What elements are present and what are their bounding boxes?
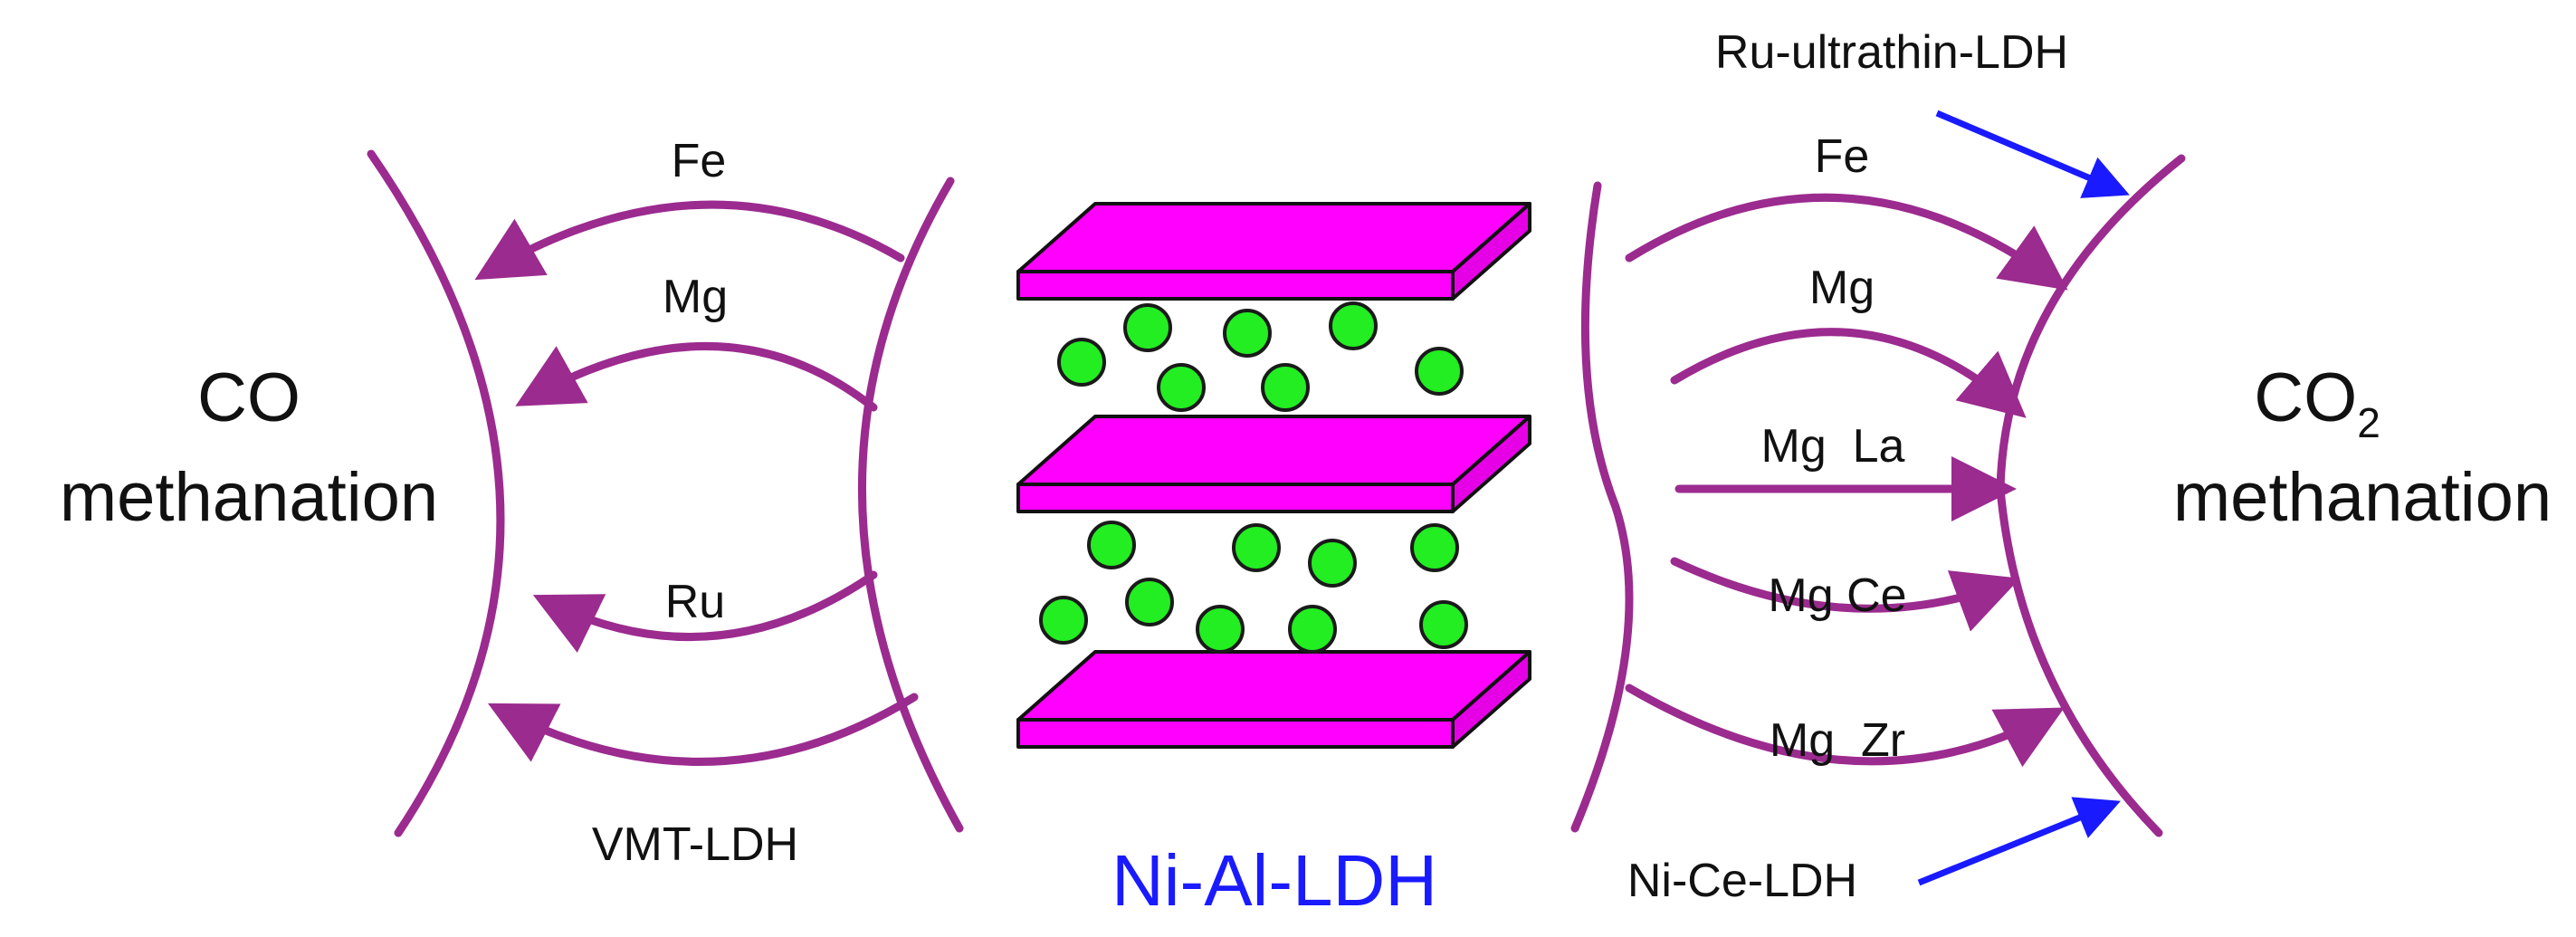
slab-top-face bbox=[1016, 650, 1531, 722]
left-label-ru: Ru bbox=[665, 576, 725, 628]
center-group: Ni-Al-LDH bbox=[1016, 202, 1531, 921]
left-arc-ru bbox=[532, 570, 878, 653]
interlayer-ion bbox=[1157, 363, 1206, 412]
interlayer-ion bbox=[1308, 539, 1357, 588]
annotation-arrow-top bbox=[1935, 110, 2130, 198]
right-label-mg-la: Mg La bbox=[1761, 420, 1905, 473]
left-label-fe: Fe bbox=[672, 135, 727, 187]
left-arc-vmt bbox=[487, 693, 919, 766]
interlayer-ion bbox=[1261, 363, 1310, 412]
interlayer-ion bbox=[1232, 523, 1281, 572]
interlayer-ion bbox=[1125, 578, 1174, 626]
annotation-ru-ultrathin-ldh: Ru-ultrathin-LDH bbox=[1715, 26, 2068, 79]
left-arc-fe bbox=[474, 200, 905, 281]
interlayer-ion bbox=[1196, 605, 1245, 654]
interlayer-ion bbox=[1419, 600, 1468, 649]
right-inner-curve bbox=[1570, 181, 1634, 833]
interlayer-ions-lower bbox=[1039, 521, 1468, 654]
left-title-line1: CO bbox=[197, 359, 301, 436]
interlayer-ion bbox=[1039, 596, 1088, 645]
interlayer-ion bbox=[1410, 523, 1459, 572]
center-label-ni-al-ldh: Ni-Al-LDH bbox=[1111, 840, 1437, 921]
right-label-mg-zr: Mg Zr bbox=[1770, 714, 1905, 767]
interlayer-ion bbox=[1087, 521, 1136, 569]
left-label-mg: Mg bbox=[663, 271, 728, 323]
right-label-fe: Fe bbox=[1815, 130, 1870, 183]
left-inner-curve bbox=[857, 177, 964, 833]
slab-front-face bbox=[1016, 718, 1455, 749]
slab-side-face bbox=[1451, 415, 1531, 513]
left-title-line2: methanation bbox=[60, 459, 438, 536]
interlayer-ion bbox=[1329, 301, 1378, 350]
interlayer-ions-upper bbox=[1057, 301, 1464, 412]
slab-side-face bbox=[1451, 202, 1531, 301]
ldh-layer-top bbox=[1016, 202, 1531, 301]
slab-top-face bbox=[1016, 415, 1531, 486]
right-label-mg: Mg bbox=[1809, 262, 1875, 314]
slab-front-face bbox=[1016, 483, 1455, 513]
interlayer-ion bbox=[1415, 347, 1464, 396]
right-group: Fe Mg Mg La Mg Ce Mg Zr CO2 methanation … bbox=[1570, 26, 2552, 907]
left-label-vmt-ldh: VMT-LDH bbox=[592, 818, 798, 871]
annotation-ni-ce-ldh: Ni-Ce-LDH bbox=[1627, 855, 1857, 907]
right-label-mg-ce: Mg Ce bbox=[1768, 569, 1906, 622]
right-title-main: CO bbox=[2254, 359, 2357, 436]
right-arc-mg bbox=[1670, 328, 2027, 418]
left-group: Fe Mg Ru VMT-LDH CO methanation bbox=[60, 135, 964, 871]
right-title-line2: methanation bbox=[2173, 459, 2552, 536]
slab-side-face bbox=[1451, 650, 1531, 749]
left-outer-curve bbox=[367, 149, 505, 837]
ldh-layer-middle bbox=[1016, 415, 1531, 513]
right-arc-fe bbox=[1625, 193, 2068, 291]
interlayer-ion bbox=[1057, 338, 1106, 387]
interlayer-ion bbox=[1223, 309, 1272, 358]
interlayer-ion bbox=[1288, 605, 1337, 654]
interlayer-ion bbox=[1123, 303, 1172, 352]
ldh-layer-bottom bbox=[1016, 650, 1531, 749]
annotation-arrow-bottom bbox=[1917, 797, 2121, 886]
right-arc-mg-ce bbox=[1670, 557, 2020, 632]
slab-top-face bbox=[1016, 202, 1531, 273]
right-title-line1: CO2 bbox=[2254, 359, 2380, 446]
left-arc-mg bbox=[515, 341, 878, 412]
right-title-subscript: 2 bbox=[2357, 399, 2380, 446]
slab-front-face bbox=[1016, 270, 1455, 301]
right-arc-mg-zr bbox=[1625, 684, 2065, 768]
